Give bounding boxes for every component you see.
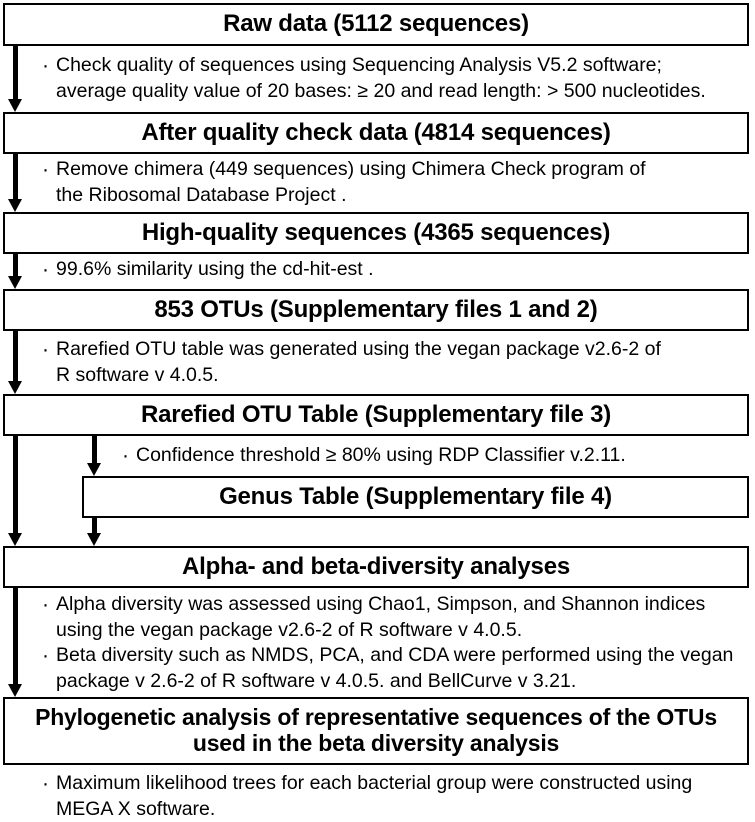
arrow-shaft bbox=[13, 254, 18, 276]
annotation-mega-trees-line-1: Maximum likelihood trees for each bacter… bbox=[42, 770, 692, 797]
annotation-confidence-threshold-line-1: Confidence threshold ≥ 80% using RDP Cla… bbox=[122, 442, 626, 469]
annotation-similarity-clustering-line-1: 99.6% similarity using the cd-hit-est . bbox=[42, 256, 374, 283]
annotation-confidence-threshold: Confidence threshold ≥ 80% using RDP Cla… bbox=[122, 442, 626, 469]
arrow-shaft bbox=[13, 588, 18, 684]
node-high-quality-sequences-label: High-quality sequences (4365 sequences) bbox=[141, 218, 611, 246]
arrow-head-icon bbox=[8, 533, 22, 546]
node-raw-data-label: Raw data (5112 sequences) bbox=[223, 10, 529, 38]
arrow-head-icon bbox=[87, 533, 101, 546]
node-phylogenetic-analysis-line-1: Phylogenetic analysis of representative … bbox=[35, 704, 717, 731]
arrow-head-icon bbox=[87, 463, 101, 476]
annotation-chimera-removal-line-2: the Ribosomal Database Project . bbox=[56, 183, 347, 206]
arrow-shaft bbox=[92, 518, 97, 533]
arrow-shaft bbox=[13, 331, 18, 381]
node-high-quality-sequences: High-quality sequences (4365 sequences) bbox=[3, 212, 749, 254]
annotation-diversity-methods-line-1: Alpha diversity was assessed using Chao1… bbox=[42, 591, 733, 618]
annotation-chimera-removal-line-1: Remove chimera (449 sequences) using Chi… bbox=[42, 156, 646, 183]
arrow-shaft bbox=[13, 46, 18, 99]
node-phylogenetic-analysis-label: Phylogenetic analysis of representative … bbox=[5, 704, 747, 757]
annotation-quality-check-line-2: average quality value of 20 bases: ≥ 20 … bbox=[56, 79, 706, 102]
annotation-diversity-methods-line-3: Beta diversity such as NMDS, PCA, and CD… bbox=[42, 642, 733, 669]
node-rarefied-otu-table-label: Rarefied OTU Table (Supplementary file 3… bbox=[140, 400, 612, 428]
node-phylogenetic-analysis: Phylogenetic analysis of representative … bbox=[3, 697, 749, 765]
node-raw-data: Raw data (5112 sequences) bbox=[3, 3, 749, 46]
annotation-diversity-methods-line-4: package v 2.6-2 of R software v 4.0.5. a… bbox=[56, 670, 577, 693]
node-after-quality-check-label: After quality check data (4814 sequences… bbox=[141, 118, 611, 146]
annotation-rarefaction-line-2: R software v 4.0.5. bbox=[56, 363, 219, 386]
node-phylogenetic-analysis-line-2: used in the beta diversity analysis bbox=[192, 730, 560, 756]
arrow-head-icon bbox=[8, 99, 22, 112]
arrow-shaft bbox=[13, 154, 18, 199]
arrow-head-icon bbox=[8, 684, 22, 697]
annotation-rarefaction-line-1: Rarefied OTU table was generated using t… bbox=[42, 336, 661, 363]
node-genus-table-label: Genus Table (Supplementary file 4) bbox=[219, 482, 612, 510]
node-otus-label: 853 OTUs (Supplementary files 1 and 2) bbox=[154, 295, 598, 323]
arrow-shaft bbox=[13, 436, 18, 533]
annotation-chimera-removal: Remove chimera (449 sequences) using Chi… bbox=[42, 156, 646, 208]
annotation-mega-trees-line-2: MEGA X software. bbox=[56, 797, 216, 820]
node-alpha-beta-diversity-analyses: Alpha- and beta-diversity analyses bbox=[3, 546, 749, 588]
node-rarefied-otu-table: Rarefied OTU Table (Supplementary file 3… bbox=[3, 394, 749, 436]
node-genus-table: Genus Table (Supplementary file 4) bbox=[82, 476, 749, 518]
annotation-mega-trees: Maximum likelihood trees for each bacter… bbox=[42, 770, 692, 822]
annotation-diversity-methods-line-2: using the vegan package v2.6-2 of R soft… bbox=[56, 618, 523, 641]
node-otus: 853 OTUs (Supplementary files 1 and 2) bbox=[3, 289, 749, 331]
arrow-head-icon bbox=[8, 199, 22, 212]
node-alpha-beta-diversity-analyses-label: Alpha- and beta-diversity analyses bbox=[181, 552, 570, 580]
node-after-quality-check: After quality check data (4814 sequences… bbox=[3, 112, 749, 154]
annotation-rarefaction: Rarefied OTU table was generated using t… bbox=[42, 336, 661, 388]
annotation-quality-check: Check quality of sequences using Sequenc… bbox=[42, 52, 706, 104]
annotation-diversity-methods: Alpha diversity was assessed using Chao1… bbox=[42, 591, 733, 695]
annotation-similarity-clustering: 99.6% similarity using the cd-hit-est . bbox=[42, 256, 374, 283]
arrow-head-icon bbox=[8, 381, 22, 394]
annotation-quality-check-line-1: Check quality of sequences using Sequenc… bbox=[42, 52, 706, 79]
arrow-shaft bbox=[92, 436, 97, 463]
arrow-head-icon bbox=[8, 276, 22, 289]
